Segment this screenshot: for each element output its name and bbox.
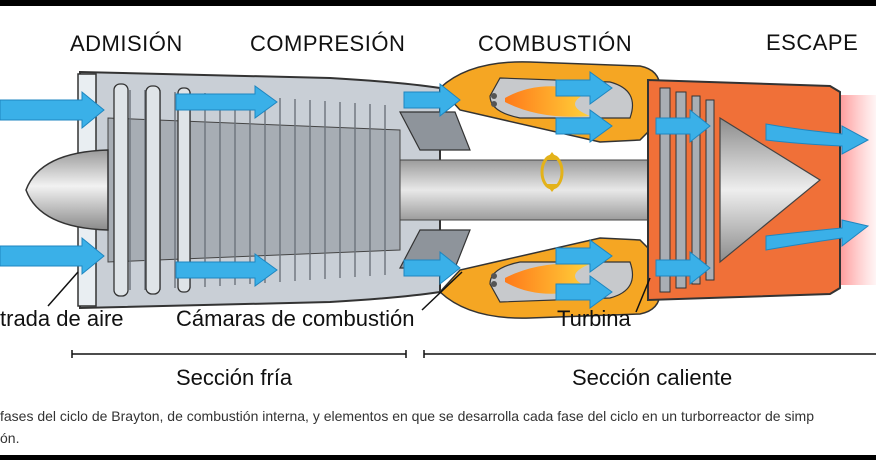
section-brackets bbox=[71, 350, 876, 358]
airflow-arrow-icon bbox=[175, 253, 278, 287]
airflow-arrow-icon bbox=[555, 71, 613, 105]
caption-line-1: fases del ciclo de Brayton, de combustió… bbox=[0, 408, 815, 424]
airflow-arrow-icon bbox=[765, 123, 870, 155]
airflow-arrow-icon bbox=[555, 239, 613, 273]
phase-label-compression: COMPRESIÓN bbox=[250, 31, 406, 56]
airflow-arrow-icon bbox=[403, 82, 461, 118]
phase-label-admission: ADMISIÓN bbox=[70, 31, 183, 56]
top-border bbox=[0, 0, 876, 6]
air-intake-label: trada de aire bbox=[0, 306, 124, 331]
leader-lines bbox=[47, 271, 651, 313]
airflow-arrow-icon bbox=[765, 219, 870, 251]
airflow-arrow-icon bbox=[655, 250, 711, 286]
airflow-arrow-icon bbox=[0, 90, 105, 130]
turbine-label: Turbina bbox=[557, 306, 631, 331]
combustion-chambers-label: Cámaras de combustión bbox=[176, 306, 415, 331]
airflow-arrow-icon bbox=[175, 85, 278, 119]
airflow-arrow-icon bbox=[0, 236, 105, 276]
exhaust-cone bbox=[719, 116, 822, 264]
airflow-arrow-icon bbox=[555, 275, 613, 309]
nose-spinner bbox=[25, 149, 109, 231]
fuel-injectors bbox=[491, 93, 497, 287]
airflow-arrow-icon bbox=[403, 250, 461, 286]
cold-section-label: Sección fría bbox=[176, 365, 293, 390]
intake-fan-blades bbox=[113, 83, 191, 297]
airflow-arrow-icon bbox=[655, 108, 711, 144]
bottom-border bbox=[0, 455, 876, 460]
rotation-arrow-icon bbox=[540, 152, 564, 192]
main-shaft bbox=[399, 159, 671, 221]
turbine-stages bbox=[659, 87, 715, 293]
figure-caption: fases del ciclo de Brayton, de combustió… bbox=[0, 405, 876, 449]
airflow-arrows bbox=[0, 71, 870, 309]
airflow-arrow-icon bbox=[555, 109, 613, 143]
caption-line-2: ón. bbox=[0, 430, 20, 446]
upper-diffuser bbox=[399, 111, 471, 151]
hot-section-label: Sección caliente bbox=[572, 365, 733, 390]
phase-label-combustion: COMBUSTIÓN bbox=[478, 31, 633, 56]
phase-label-exhaust: ESCAPE bbox=[766, 30, 859, 55]
